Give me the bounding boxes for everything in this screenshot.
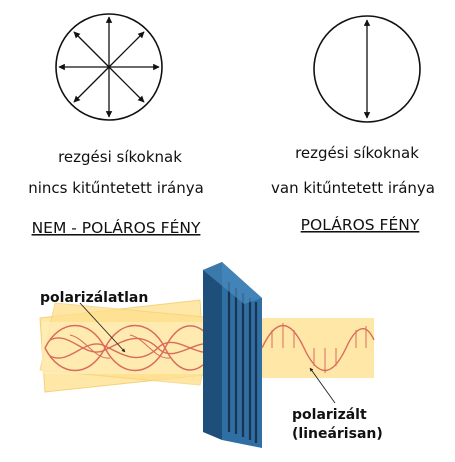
right-title-polarized: POLÁROS FÉNY	[301, 215, 420, 234]
right-caption-line2: van kitűntetett iránya	[271, 179, 435, 197]
polarized-pointer	[309, 367, 336, 404]
polarizer-illustration	[39, 262, 375, 448]
right-caption-line1: rezgési síkoknak	[295, 144, 419, 162]
left-title-nonpolarized: NEM - POLÁROS FÉNY	[32, 218, 201, 237]
label-polarized-linear: (lineárisan)	[292, 426, 383, 442]
polarized-circle-icon	[313, 15, 421, 123]
label-polarized: polarizált	[292, 407, 367, 423]
polarized-beam	[261, 318, 375, 378]
unpolarized-beam	[39, 299, 216, 393]
label-unpolarized: polarizálatlan	[40, 290, 148, 306]
left-caption-line2: nincs kitűntetett iránya	[28, 179, 204, 197]
polarizer-filter	[203, 262, 262, 448]
unpolarized-circle-icon	[55, 13, 163, 121]
unpolarized-pointer	[79, 302, 126, 353]
left-caption-line1: rezgési síkoknak	[58, 148, 182, 166]
unpolarized-waves	[44, 324, 216, 372]
